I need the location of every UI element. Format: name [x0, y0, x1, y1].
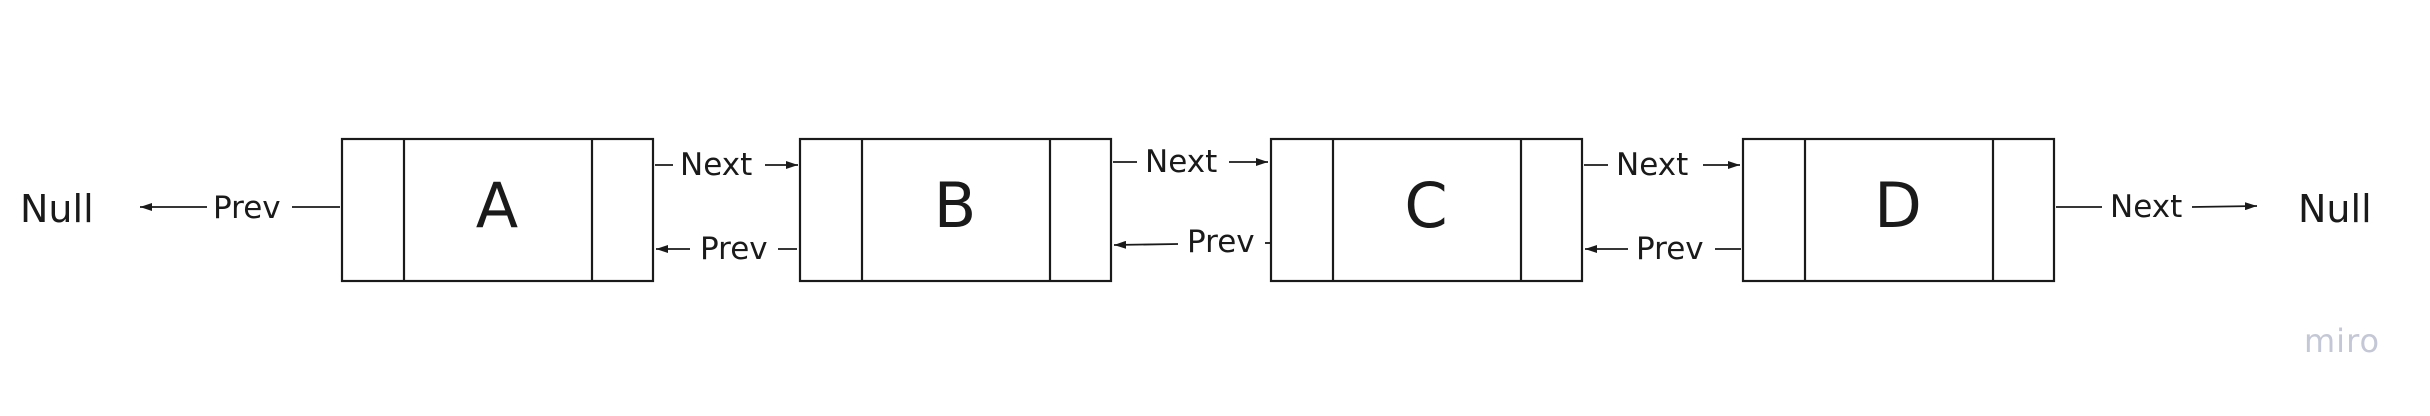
prev-label-c: Prev [1187, 224, 1255, 260]
node-a-label: A [476, 169, 518, 242]
node-a-box [340, 137, 655, 283]
prev-pointer-c-b: Prev [1113, 224, 1270, 260]
prev-label-a: Prev [213, 190, 281, 226]
node-b-box [798, 137, 1113, 283]
next-label-d: Next [2110, 189, 2182, 225]
next-label-a: Next [680, 147, 752, 183]
node-d: D [1741, 137, 2056, 283]
node-d-label: D [1874, 169, 1922, 242]
prev-label-b: Prev [700, 231, 768, 267]
prev-pointer-d-c: Prev [1585, 231, 1741, 267]
next-label-b: Next [1145, 144, 1217, 180]
miro-watermark: miro [2304, 322, 2380, 360]
prev-pointer-a: Prev [140, 190, 340, 226]
node-c: C [1269, 137, 1584, 283]
node-c-box [1269, 137, 1584, 283]
next-pointer-a-b: Next [655, 147, 798, 183]
next-pointer-d-null: Next [2056, 189, 2258, 225]
node-b-label: B [934, 169, 977, 242]
prev-label-d: Prev [1636, 231, 1704, 267]
prev-pointer-b-a: Prev [656, 231, 797, 267]
node-b: B [798, 137, 1113, 283]
next-pointer-b-c: Next [1113, 144, 1268, 180]
node-c-label: C [1404, 169, 1447, 242]
node-d-box [1741, 137, 2056, 283]
null-right-label: Null [2298, 187, 2372, 231]
null-left-label: Null [20, 187, 94, 231]
node-a: A [340, 137, 655, 283]
next-pointer-c-d: Next [1584, 147, 1740, 183]
next-label-c: Next [1616, 147, 1688, 183]
